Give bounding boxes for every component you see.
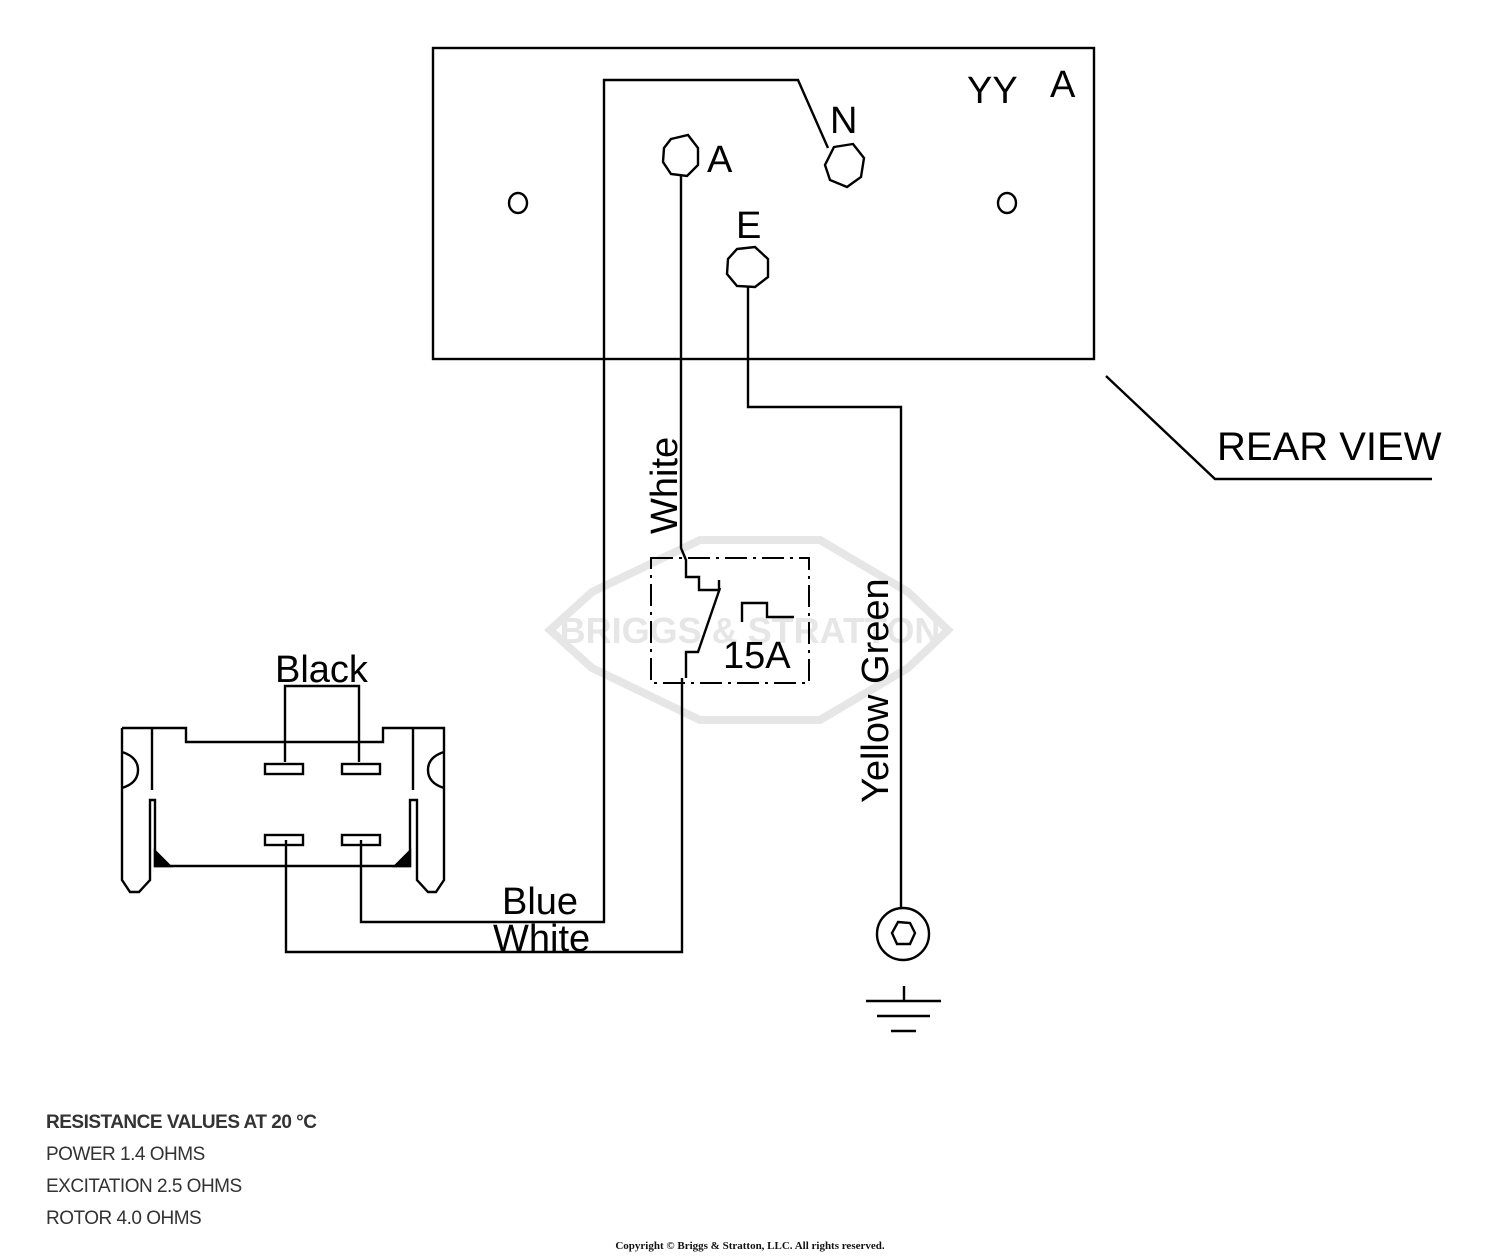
copyright-notice: Copyright © Briggs & Stratton, LLC. All … xyxy=(615,1240,885,1252)
blue-wire-label: Blue xyxy=(502,881,578,923)
terminal-n-label: N xyxy=(830,100,857,142)
black-jumper xyxy=(283,684,361,762)
breaker-housing xyxy=(650,557,810,684)
terminal-e-label: E xyxy=(736,205,761,247)
terminal-n xyxy=(823,142,866,189)
breaker-contact xyxy=(684,587,722,678)
receptacle-connector xyxy=(120,726,446,894)
white-wire-top-label: White xyxy=(644,437,686,534)
ground-wire xyxy=(746,287,903,908)
rear-view-label: REAR VIEW xyxy=(1217,425,1442,469)
version-letter-label: A xyxy=(1050,64,1076,106)
prong-bottom-left xyxy=(263,833,305,847)
resistance-rotor: ROTOR 4.0 OHMS xyxy=(46,1208,202,1229)
prong-top-left xyxy=(263,762,305,776)
breaker-rating-label: 15A xyxy=(723,635,791,677)
yellow-green-wire-label: Yellow Green xyxy=(855,578,897,803)
breaker-element xyxy=(740,601,794,622)
white-wire-upper xyxy=(679,176,721,592)
terminal-a-label: A xyxy=(707,139,733,181)
resistance-excitation: EXCITATION 2.5 OHMS xyxy=(46,1176,242,1197)
prong-bottom-right xyxy=(340,833,382,847)
watermark: BRIGGS & STRATTON xyxy=(544,536,954,724)
ground-stud-nut xyxy=(890,920,917,946)
terminal-a xyxy=(661,133,700,178)
model-code-label: YY xyxy=(967,70,1018,112)
watermark-text: BRIGGS & STRATTON xyxy=(560,610,941,651)
mounting-hole-left xyxy=(507,191,529,215)
white-wire-lower xyxy=(284,678,684,954)
resistance-title: RESISTANCE VALUES AT 20 °C xyxy=(46,1112,317,1133)
ground-stud-outer xyxy=(875,906,931,962)
terminal-e xyxy=(725,245,770,289)
black-wire-label: Black xyxy=(275,649,369,691)
white-wire-bottom-label: White xyxy=(493,918,590,960)
rear-view-leader xyxy=(1105,375,1432,481)
prong-top-right xyxy=(340,762,382,776)
outlet-panel xyxy=(431,46,1096,361)
ground-icon xyxy=(866,986,941,1033)
blue-wire xyxy=(359,78,830,924)
resistance-power: POWER 1.4 OHMS xyxy=(46,1144,205,1165)
mounting-hole-right xyxy=(996,191,1018,215)
